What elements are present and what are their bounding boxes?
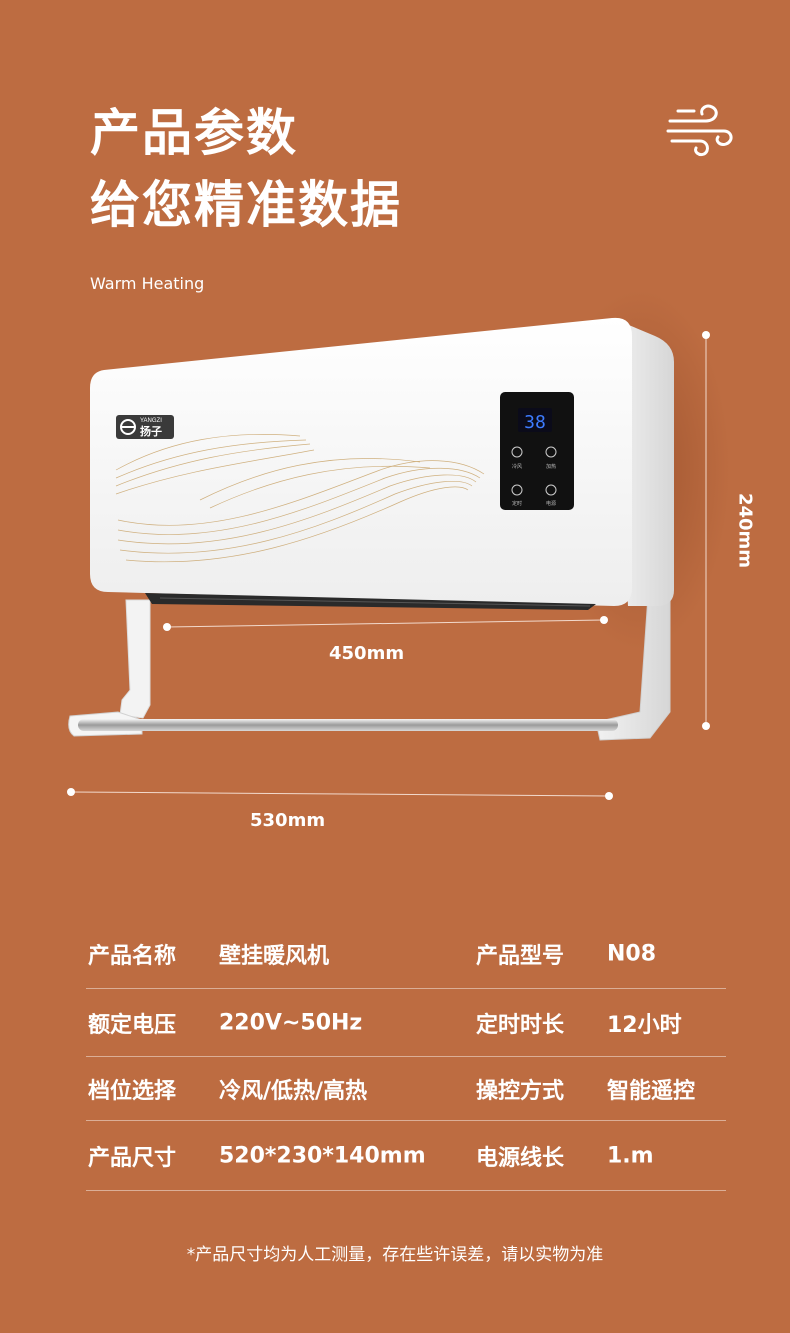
spec-row: 额定电压 220V~50Hz 定时时长 12小时 — [86, 989, 726, 1057]
spec-value: N08 — [607, 941, 657, 967]
display-value: 38 — [524, 412, 546, 433]
brand-latin: YANGZI — [140, 418, 162, 424]
spec-table: 产品名称 壁挂暖风机 产品型号 N08 额定电压 220V~50Hz 定时时长 … — [86, 920, 726, 1191]
spec-row: 产品尺寸 520*230*140mm 电源线长 1.m — [86, 1121, 726, 1191]
dimension-lines — [70, 335, 707, 797]
title-line-2: 给您精准数据 — [90, 176, 402, 234]
wind-icon — [666, 104, 733, 156]
footer-note: *产品尺寸均为人工测量，存在些许误差，请以实物为准 — [186, 1245, 604, 1265]
timer-button — [511, 484, 523, 496]
spec-label: 操控方式 — [476, 1078, 565, 1104]
spec-label: 产品型号 — [476, 944, 565, 969]
spec-label: 档位选择 — [88, 1078, 177, 1104]
towel-bar — [78, 719, 618, 731]
spec-label: 产品尺寸 — [88, 1145, 177, 1171]
spec-row: 档位选择 冷风/低热/高热 操控方式 智能遥控 — [86, 1057, 726, 1121]
spec-value: 冷风/低热/高热 — [219, 1078, 368, 1104]
cool-wind-button — [511, 446, 523, 458]
btn-label-cool: 冷风 — [512, 463, 522, 470]
btn-label-heat: 加热 — [546, 463, 556, 470]
spec-value: 520*230*140mm — [219, 1143, 426, 1168]
display-screen — [518, 408, 552, 432]
dim-total-width: 530mm — [250, 810, 326, 831]
subtitle: Warm Heating — [90, 274, 205, 293]
left-bracket — [119, 599, 151, 719]
spec-value: 12小时 — [607, 1012, 682, 1038]
spec-label: 产品名称 — [88, 944, 177, 969]
spec-value: 1.m — [607, 1143, 654, 1168]
heater-front — [90, 317, 632, 606]
right-bracket — [595, 595, 671, 741]
dim-outlet-width: 450mm — [329, 643, 405, 664]
power-button — [545, 484, 557, 496]
wave-decoration — [115, 434, 485, 563]
spec-label: 定时时长 — [476, 1012, 565, 1038]
spec-label: 电源线长 — [476, 1145, 565, 1171]
heat-button — [545, 446, 557, 458]
btn-label-timer: 定时 — [512, 500, 522, 507]
brand-cn: 扬子 — [140, 424, 162, 438]
spec-value: 220V~50Hz — [219, 1010, 363, 1035]
heater-illustration: YANGZI 扬子 38 冷风 加热 定时 电源 — [67, 290, 730, 800]
spec-row: 产品名称 壁挂暖风机 产品型号 N08 — [86, 920, 726, 989]
dim-height: 240mm — [734, 492, 756, 569]
spec-value: 壁挂暖风机 — [219, 944, 330, 969]
title-line-1: 产品参数 — [90, 104, 298, 162]
spec-label: 额定电压 — [88, 1012, 177, 1038]
spec-value: 智能遥控 — [607, 1078, 696, 1104]
btn-label-power: 电源 — [546, 500, 556, 507]
